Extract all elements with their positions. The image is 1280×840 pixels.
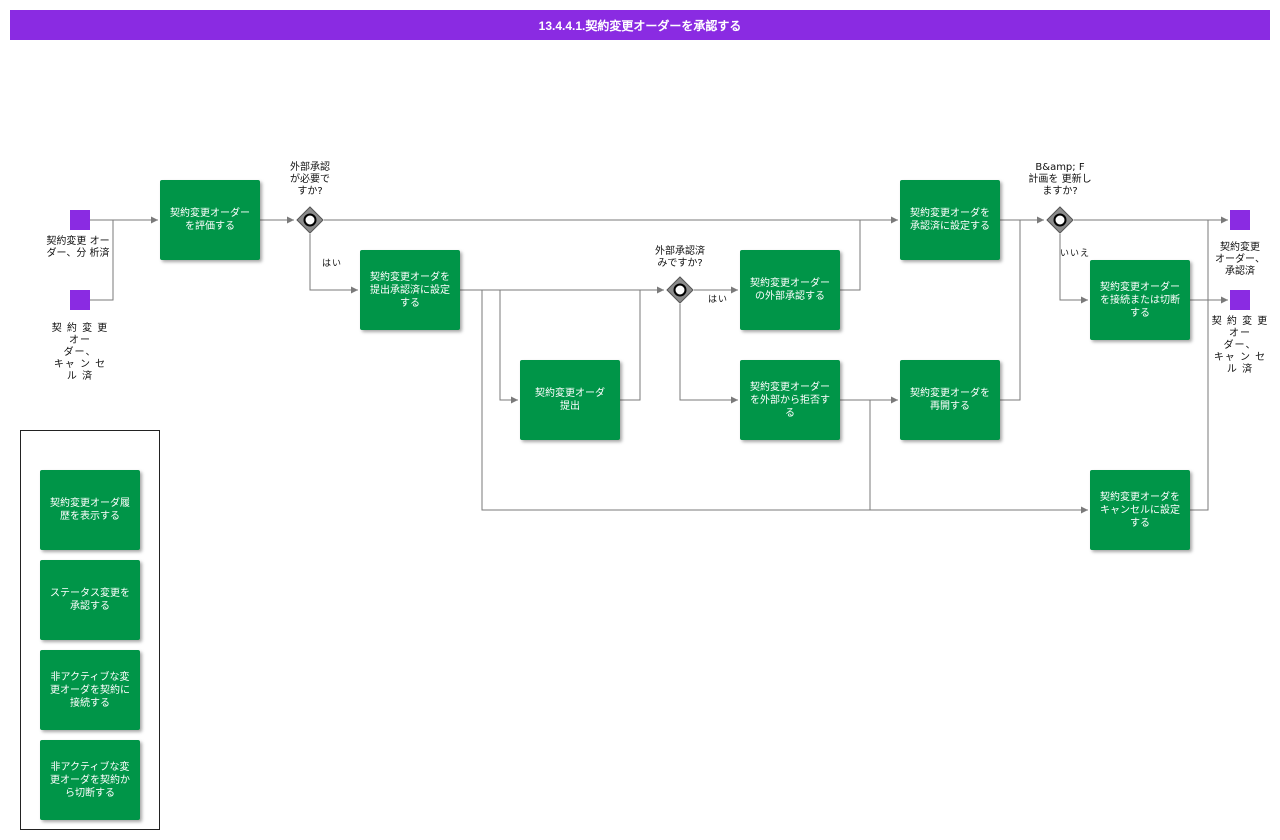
flow-label-no-1: いいえ [1059, 249, 1090, 259]
flow-start2-evaluate [90, 220, 114, 301]
gateway-external-required-label: 外部承認 が必要で すか? [290, 162, 330, 197]
gateway-update-plan[interactable] [1046, 206, 1074, 234]
flow-pending-cancel [481, 290, 1088, 514]
task-submit-change-order[interactable]: 契約変更オーダ 提出 [520, 360, 620, 440]
flow-gw2-ext-reject [679, 304, 738, 404]
task-view-history[interactable]: 契約変更オーダ履 歴を表示する [40, 470, 140, 550]
gateway-external-approved[interactable] [666, 276, 694, 304]
page-title: 13.4.4.1.契約変更オーダーを承認する [10, 10, 1270, 40]
flow-label-yes-1: はい [321, 259, 342, 269]
gateway-external-approved-label: 外部承認済 みですか? [655, 246, 705, 269]
task-evaluate-change-order[interactable]: 契約変更オーダー を評価する [160, 180, 260, 260]
gateway-external-required[interactable] [296, 206, 324, 234]
flow-label-yes-2: はい [707, 295, 728, 305]
task-external-reject[interactable]: 契約変更オーダー を外部から拒否す る [740, 360, 840, 440]
task-set-cancelled[interactable]: 契約変更オーダを キャンセルに設定 する [1090, 470, 1190, 550]
auxiliary-tasks-group [20, 430, 160, 830]
end-event-approved-label: 契約変更 オーダー、 承認済 [1215, 242, 1265, 277]
start-event-cancelled[interactable] [70, 290, 90, 310]
end-event-cancelled-label: 契 約 変 更 オー ダー、 キャ ン セ ル 済 [1211, 316, 1269, 375]
task-external-approve[interactable]: 契約変更オーダー の外部承認する [740, 250, 840, 330]
flow-submit-gw2 [620, 290, 641, 401]
task-approve-status-change[interactable]: ステータス変更を 承認する [40, 560, 140, 640]
task-link-inactive-order[interactable]: 非アクティブな変 更オーダを契約に 接続する [40, 650, 140, 730]
flow-cancel-end-cancelled [1190, 220, 1209, 511]
start-event-cancelled-label: 契 約 変 更 オー ダー、 キャ ン セ ル 済 [51, 323, 109, 382]
task-link-or-unlink[interactable]: 契約変更オーダー を接続または切断 する [1090, 260, 1190, 340]
flow-gw1-set-pending [309, 234, 358, 294]
flow-pending-submit [499, 290, 518, 404]
gateway-update-plan-label: B&amp; F 計画を 更新し ますか? [1028, 162, 1092, 197]
flow-gw3-link [1059, 234, 1088, 304]
task-set-approved[interactable]: 契約変更オーダを 承認済に設定する [900, 180, 1000, 260]
start-event-analyzed[interactable] [70, 210, 90, 230]
task-unlink-inactive-order[interactable]: 非アクティブな変 更オーダを契約か ら切断する [40, 740, 140, 820]
end-event-approved[interactable] [1230, 210, 1250, 230]
flow-ext-approve-set-approved [840, 220, 861, 291]
flow-reopen-gw3 [1000, 220, 1021, 401]
task-reopen[interactable]: 契約変更オーダを 再開する [900, 360, 1000, 440]
task-set-submit-pending[interactable]: 契約変更オーダを 提出承認済に設定 する [360, 250, 460, 330]
start-event-analyzed-label: 契約変更 オー ダー、分 析済 [46, 236, 110, 259]
end-event-cancelled[interactable] [1230, 290, 1250, 310]
